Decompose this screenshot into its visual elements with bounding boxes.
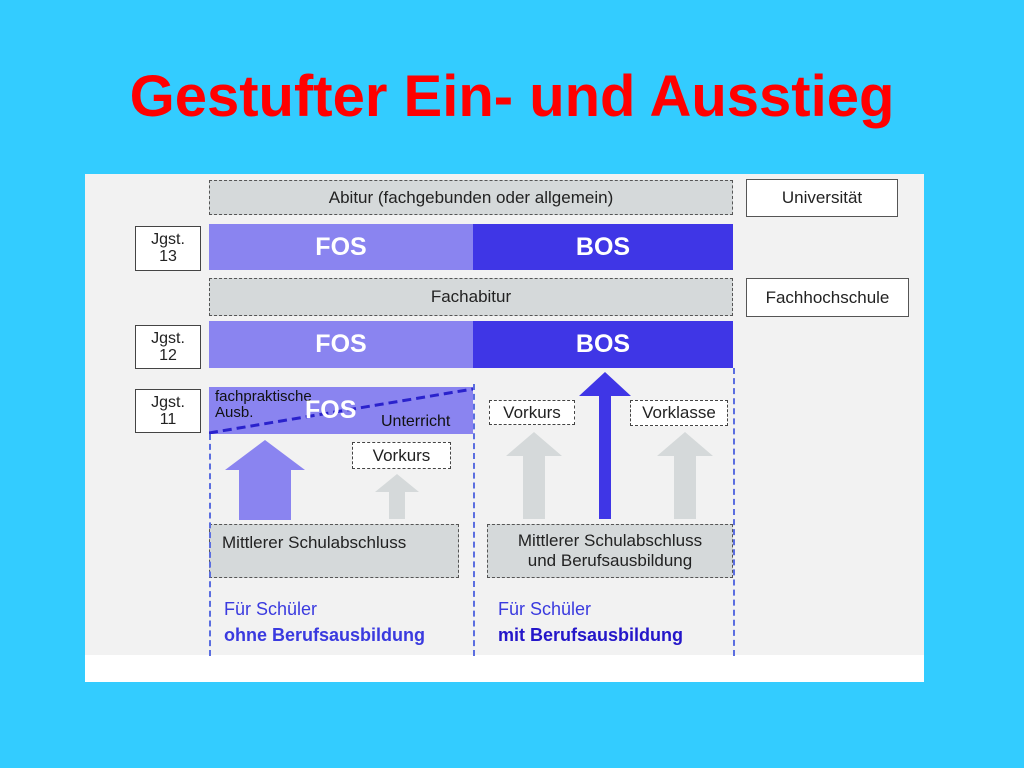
jgst-13-line2: 13 (159, 248, 177, 265)
jgst-11-line2: 11 (159, 411, 177, 428)
fachhochschule-box: Fachhochschule (746, 278, 909, 317)
fos-11-label: FOS (305, 396, 357, 424)
caption-left: Für Schüler ohne Berufsausbildung (224, 596, 425, 648)
fos-11-divider (209, 387, 473, 434)
caption-left-line2: ohne Berufsausbildung (224, 625, 426, 645)
praxis-line1: fachpraktische (215, 388, 312, 405)
guide-line-middle (473, 384, 475, 656)
unterricht-label: Unterricht (381, 413, 451, 430)
diagram-panel: Abitur (fachgebunden oder allgemein) Uni… (85, 174, 924, 682)
vorkurs-box-left: Vorkurs (352, 442, 451, 469)
msa-right-box: Mittlerer Schulabschluss und Berufsausbi… (487, 524, 733, 578)
fos-11-block: fachpraktische Ausb. FOS Unterricht (209, 387, 473, 434)
vorkurs-box-right: Vorkurs (489, 400, 575, 425)
arrow-up-fos (225, 440, 305, 520)
fos-band-13: FOS (209, 224, 473, 270)
msa-right-line1: Mittlerer Schulabschluss (517, 531, 703, 550)
caption-right: Für Schüler mit Berufsausbildung (498, 596, 683, 648)
guide-line-right (733, 368, 735, 656)
praxis-label: fachpraktische Ausb. (215, 389, 312, 421)
arrow-up-bos (579, 372, 631, 519)
caption-left-line1: Für Schüler (224, 599, 318, 619)
bos-band-13: BOS (473, 224, 733, 270)
jgst-13-line1: Jgst. (151, 231, 185, 248)
abitur-box: Abitur (fachgebunden oder allgemein) (209, 180, 733, 215)
praxis-line2: Ausb. (215, 404, 254, 421)
fachabitur-box: Fachabitur (209, 278, 733, 316)
msa-left-box: Mittlerer Schulabschluss (209, 524, 459, 578)
bos-band-12: BOS (473, 321, 733, 368)
panel-footer-strip (85, 655, 924, 682)
caption-right-line2: mit Berufsausbildung (498, 625, 684, 645)
jgst-12-label: Jgst. 12 (135, 325, 201, 369)
arrow-up-vorklasse (657, 432, 713, 519)
caption-right-line1: Für Schüler (498, 599, 592, 619)
jgst-12-line1: Jgst. (151, 330, 185, 347)
jgst-11-label: Jgst. 11 (135, 389, 201, 433)
slide-title: Gestufter Ein- und Ausstieg (129, 64, 895, 129)
jgst-12-line2: 12 (159, 347, 177, 364)
guide-line-left (209, 434, 211, 656)
arrow-up-vorkurs-right (506, 432, 562, 519)
jgst-13-label: Jgst. 13 (135, 226, 201, 271)
vorklasse-box: Vorklasse (630, 400, 728, 426)
arrow-up-vorkurs-left (375, 474, 419, 519)
jgst-11-line1: Jgst. (151, 394, 185, 411)
msa-right-line2: und Berufsausbildung (527, 551, 693, 570)
fos-band-12: FOS (209, 321, 473, 368)
arrows-layer (225, 372, 713, 520)
universitaet-box: Universität (746, 179, 898, 217)
